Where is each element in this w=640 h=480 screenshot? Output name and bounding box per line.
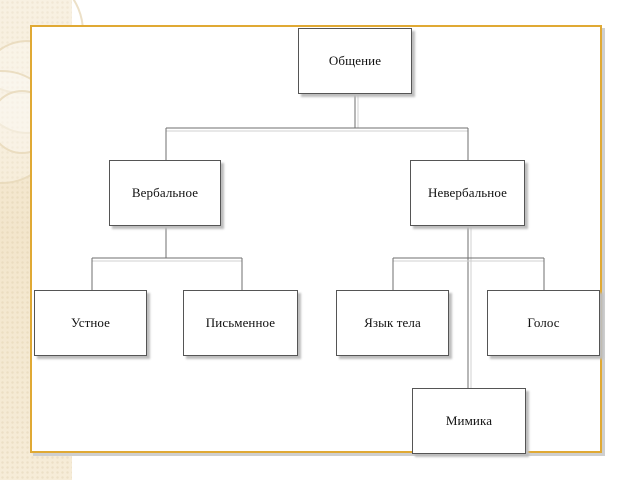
node-verbal: Вербальное bbox=[109, 160, 221, 226]
node-voice: Голос bbox=[487, 290, 600, 356]
node-body-language: Язык тела bbox=[336, 290, 449, 356]
node-written: Письменное bbox=[183, 290, 298, 356]
node-nonverbal: Невербальное bbox=[410, 160, 525, 226]
node-communication: Общение bbox=[298, 28, 412, 94]
diagram-frame bbox=[30, 25, 602, 453]
node-facial-expression: Мимика bbox=[412, 388, 526, 454]
node-oral: Устное bbox=[34, 290, 147, 356]
